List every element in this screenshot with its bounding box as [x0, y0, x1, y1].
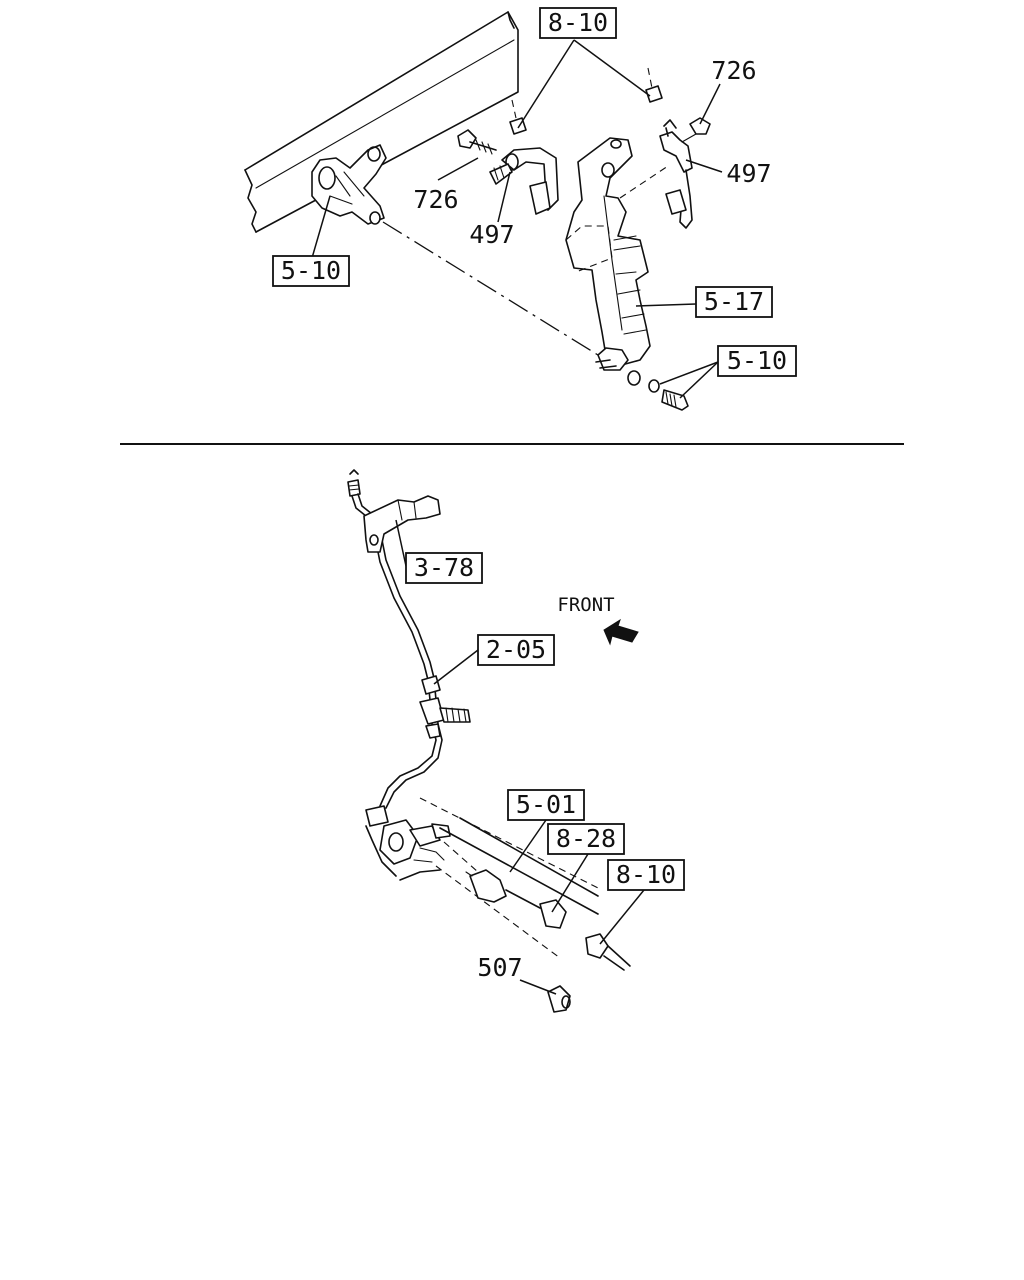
- leader-8-10-top-b: [573, 39, 651, 97]
- leader-8-10-top-a: [517, 39, 575, 129]
- leader-5-10-left: [311, 195, 331, 259]
- sensor-plug: [465, 869, 567, 929]
- ref-box-8-28: [547, 823, 625, 855]
- ref-507: 507: [477, 953, 522, 982]
- clip-bracket: [363, 495, 441, 553]
- leader-5-10-right-b: [679, 361, 719, 399]
- nut-8-10-right: [645, 67, 663, 103]
- left-bolt-726: [457, 129, 513, 185]
- guide-line-3: [443, 841, 479, 873]
- ref-2-05: 2-05: [486, 635, 546, 664]
- leader-3-78: [395, 519, 407, 567]
- left-link-497: [501, 147, 559, 215]
- top-assembly: 8-10 726 497 726 497 5-10 5-17 5-10: [244, 7, 797, 411]
- leader-8-28: [551, 853, 589, 913]
- ref-726-left: 726: [413, 185, 458, 214]
- ref-497-left: 497: [469, 220, 514, 249]
- right-bolt-726: [681, 117, 711, 143]
- rail-line-1: [439, 827, 599, 915]
- leader-497-left: [497, 171, 511, 223]
- leader-5-17: [635, 303, 697, 307]
- frame-rail: [244, 11, 519, 233]
- ref-8-10-bottom: 8-10: [616, 860, 676, 889]
- leader-5-10-right-a: [659, 361, 719, 385]
- ref-box-2-05: [477, 634, 555, 666]
- plug-507: [547, 985, 571, 1013]
- ref-8-10-top: 8-10: [548, 8, 608, 37]
- nut-8-10-left: [509, 99, 527, 135]
- guide-line-1: [419, 797, 599, 889]
- leader-726-left: [437, 157, 479, 181]
- bottom-assembly: FRONT 3-78 2-05 5-01 8-28 8-10 507: [347, 469, 685, 1013]
- ref-5-10-left: 5-10: [281, 256, 341, 285]
- ref-box-8-10-bottom: [607, 859, 685, 891]
- hose-line-a: [351, 495, 437, 807]
- height-sensor-bracket: [565, 137, 689, 411]
- upper-fitting: [347, 469, 361, 497]
- ref-box-5-01: [507, 789, 585, 821]
- lower-fitting: [365, 805, 451, 881]
- ref-5-10-right: 5-10: [727, 346, 787, 375]
- front-label: FRONT: [557, 594, 614, 616]
- ref-3-78: 3-78: [414, 553, 474, 582]
- leader-726-right: [699, 83, 721, 125]
- right-link-497: [619, 119, 693, 229]
- ref-box-5-10-right: [717, 345, 797, 377]
- ref-5-01: 5-01: [516, 790, 576, 819]
- arrow-icon: [603, 618, 639, 646]
- left-bracket: [311, 144, 387, 225]
- rail-line-2: [459, 817, 599, 897]
- connector-8-10: [585, 933, 631, 971]
- leader-5-01: [509, 819, 547, 873]
- leader-507: [519, 979, 557, 995]
- ref-box-8-10-top: [539, 7, 617, 39]
- ref-box-3-78: [405, 552, 483, 584]
- ref-8-28: 8-28: [556, 824, 616, 853]
- ref-box-5-10-left: [272, 255, 350, 287]
- leader-497-right: [685, 159, 723, 173]
- guide-line-2: [435, 865, 561, 959]
- ref-5-17: 5-17: [704, 287, 764, 316]
- leader-8-10-bottom: [599, 889, 645, 945]
- ref-box-5-17: [695, 286, 773, 318]
- leader-2-05: [433, 649, 479, 685]
- ref-726-right: 726: [711, 56, 756, 85]
- ref-497-right: 497: [726, 159, 771, 188]
- center-line-top: [382, 221, 599, 356]
- junction-fitting: [419, 675, 471, 739]
